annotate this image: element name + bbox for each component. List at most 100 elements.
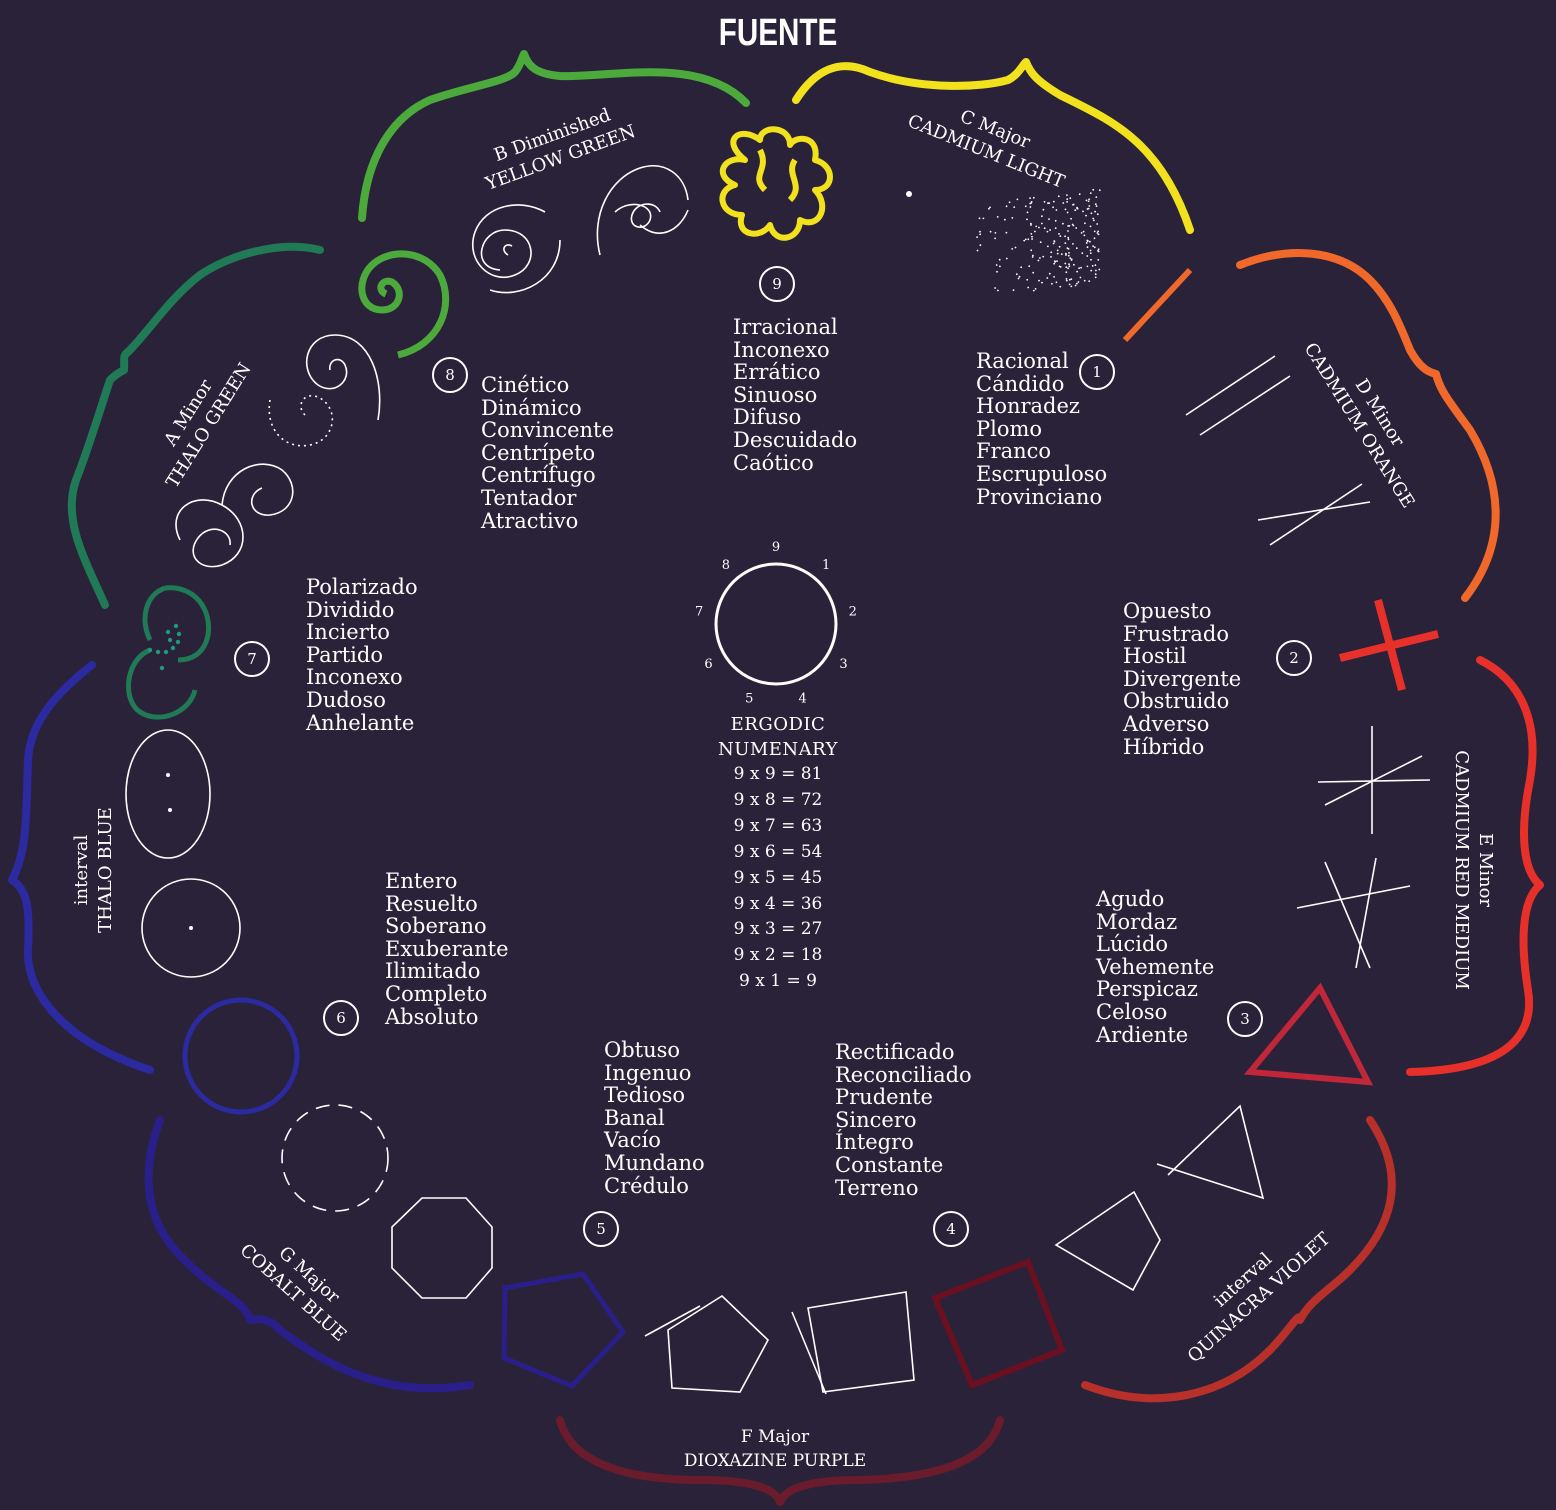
four-lines-figure (1297, 858, 1410, 968)
open-triangle-figure (1157, 1106, 1263, 1198)
number-badge-2-label: 2 (1289, 649, 1299, 667)
word-item: Soberano (385, 915, 509, 938)
word-item: Frustrado (1123, 623, 1241, 646)
word-item: Celoso (1096, 1001, 1214, 1024)
dotted-spiral-figure (269, 396, 332, 446)
concentric-spiral-figure (473, 205, 560, 293)
word-item: Ardiente (1096, 1024, 1214, 1047)
word-item: Completo (385, 983, 509, 1006)
word-item: Cinético (481, 374, 614, 397)
word-item: Constante (835, 1154, 972, 1177)
word-item: Escrupuloso (976, 463, 1107, 486)
ellipse-two-dots-figure (126, 730, 210, 858)
word-item: Plomo (976, 418, 1107, 441)
quadrilateral-figure (1056, 1192, 1160, 1290)
brace-e-minor (1410, 660, 1540, 1072)
equation: 9 x 5 = 45 (678, 866, 878, 892)
word-item: Polarizado (306, 576, 418, 599)
word-item: Dudoso (306, 689, 418, 712)
pentagon-with-line-figure (645, 1296, 768, 1392)
word-item: Exuberante (385, 938, 509, 961)
word-item: Hostil (1123, 645, 1241, 668)
word-item: Ilimitado (385, 960, 509, 983)
brace-quinacra-violet (1085, 1120, 1392, 1398)
dot-figure (906, 191, 912, 197)
word-item: Rectificado (835, 1041, 972, 1064)
dial-number: 3 (839, 657, 847, 672)
chaotic-loop-figure (722, 129, 830, 237)
number-badge-4-label: 4 (946, 1220, 956, 1238)
dot-cloud-figure (976, 189, 1101, 292)
word-list-4: RectificadoReconciliadoPrudenteSinceroÍn… (835, 1041, 972, 1199)
band-e-minor-key: E Minor (1475, 833, 1496, 907)
number-badge-8-label: 8 (445, 366, 455, 384)
spiral-figure (307, 335, 380, 420)
word-item: Reconciliado (835, 1064, 972, 1087)
word-item: Anhelante (306, 712, 418, 735)
circle-with-dot-figure (142, 879, 240, 977)
word-item: Ingenuo (604, 1062, 705, 1085)
double-spiral-figure (176, 464, 293, 566)
word-list-8: CinéticoDinámicoConvincenteCentrípetoCen… (481, 374, 614, 532)
word-item: Absoluto (385, 1006, 509, 1029)
red-triangle-figure (1250, 988, 1368, 1082)
word-item: Perspicaz (1096, 978, 1214, 1001)
blue-circle-figure (185, 1000, 297, 1112)
word-item: Vehemente (1096, 956, 1214, 979)
number-badge-7-label: 7 (247, 650, 257, 668)
word-item: Inconexo (733, 339, 857, 362)
equation: 9 x 4 = 36 (678, 892, 878, 918)
octagon-figure (392, 1198, 492, 1298)
teal-dots-figure (148, 624, 181, 670)
square-with-line-figure (792, 1292, 914, 1394)
equation: 9 x 9 = 81 (678, 762, 878, 788)
word-item: Racional (976, 350, 1107, 373)
dark-red-square-figure (935, 1262, 1062, 1385)
word-item: Honradez (976, 395, 1107, 418)
word-item: Irracional (733, 316, 857, 339)
word-list-9: IrracionalInconexoErráticoSinuosoDifusoD… (733, 316, 857, 474)
word-item: Difuso (733, 406, 857, 429)
equation: 9 x 7 = 63 (678, 814, 878, 840)
ergodic-dial (716, 564, 836, 684)
green-spiral-figure (362, 254, 446, 355)
word-item: Provinciano (976, 486, 1107, 509)
ergodic-numenary: ERGODIC NUMENARY 9 x 9 = 81 9 x 8 = 72 9… (678, 712, 878, 995)
band-f-major-color: DIOXAZINE PURPLE (684, 1451, 866, 1471)
word-item: Incierto (306, 621, 418, 644)
dial-number: 4 (799, 691, 807, 706)
word-item: Sincero (835, 1109, 972, 1132)
equation: 9 x 2 = 18 (678, 943, 878, 969)
word-item: Divergente (1123, 668, 1241, 691)
dial-number: 1 (822, 558, 830, 573)
word-item: Partido (306, 644, 418, 667)
equation: 9 x 3 = 27 (678, 917, 878, 943)
word-item: Íntegro (835, 1131, 972, 1154)
word-item: Resuelto (385, 893, 509, 916)
word-item: Convincente (481, 419, 614, 442)
word-item: Atractivo (481, 510, 614, 533)
number-badge-5-label: 5 (596, 1220, 606, 1238)
equation: 9 x 8 = 72 (678, 788, 878, 814)
word-item: Mordaz (1096, 911, 1214, 934)
band-e-minor-color: CADMIUM RED MEDIUM (1451, 750, 1472, 990)
band-quinacra-color: QUINACRA VIOLET (1184, 1229, 1335, 1368)
word-item: Lúcido (1096, 933, 1214, 956)
equation: 9 x 6 = 54 (678, 840, 878, 866)
number-badge-9-label: 9 (772, 275, 782, 293)
dial-number: 7 (695, 605, 703, 620)
word-item: Híbrido (1123, 736, 1241, 759)
word-item: Banal (604, 1107, 705, 1130)
dial-number: 5 (745, 691, 753, 706)
word-item: Dividido (306, 599, 418, 622)
green-split-circle-figure (129, 588, 209, 717)
word-item: Dinámico (481, 397, 614, 420)
dashed-circle-figure (282, 1105, 388, 1211)
word-item: Centrípeto (481, 442, 614, 465)
word-item: Descuidado (733, 429, 857, 452)
word-item: Tentador (481, 487, 614, 510)
word-item: Centrífugo (481, 464, 614, 487)
